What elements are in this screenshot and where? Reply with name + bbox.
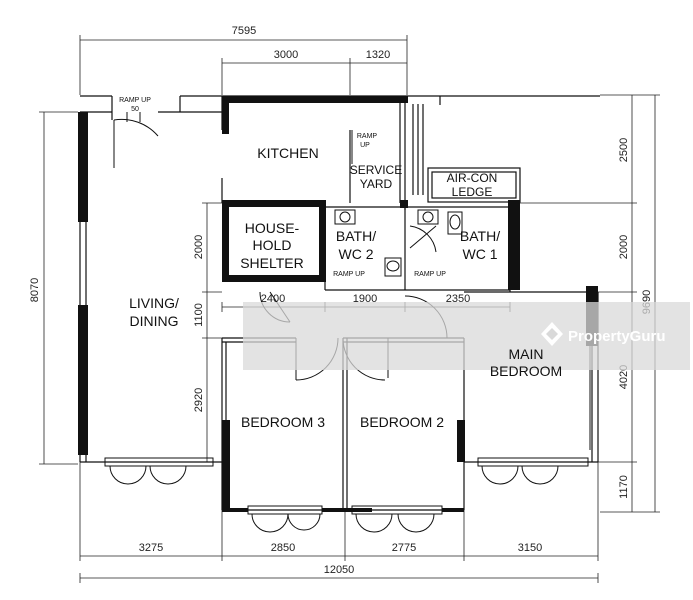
room-bedroom2: BEDROOM 2 <box>360 414 444 430</box>
annotation-ramp-bath2: RAMP UP <box>333 271 365 278</box>
dim-bottom-b: 2850 <box>271 542 295 554</box>
watermark-text: PropertyGuru <box>568 328 666 345</box>
dim-top-total: 7595 <box>232 25 256 37</box>
dim-right-a: 2500 <box>618 138 630 162</box>
room-bath1-line2: WC 1 <box>463 246 498 262</box>
dim-bottom-d: 3150 <box>518 542 542 554</box>
room-bath1-line1: BATH/ <box>460 228 500 244</box>
room-aircon-line2: LEDGE <box>452 185 493 199</box>
annotation-ramp-yard-line2: UP <box>360 142 370 149</box>
watermark: PropertyGuru <box>243 302 690 370</box>
room-bath2-line1: BATH/ <box>336 228 376 244</box>
room-bedroom3: BEDROOM 3 <box>241 414 325 430</box>
room-living-line2: DINING <box>130 313 179 329</box>
propertyguru-logo-icon <box>541 322 563 346</box>
room-shelter-line3: SHELTER <box>240 255 304 271</box>
dim-top-b: 1320 <box>366 49 390 61</box>
room-main-bedroom-line2: BEDROOM <box>490 363 562 379</box>
dim-bottom-c: 2775 <box>392 542 416 554</box>
dim-bottom-a: 3275 <box>139 542 163 554</box>
dim-right-b: 2000 <box>618 235 630 259</box>
dim-left-a: 2000 <box>193 235 205 259</box>
fixtures <box>334 209 463 277</box>
annotation-ramp-yard-line1: RAMP <box>357 133 378 140</box>
dim-left-b: 1100 <box>193 303 205 327</box>
room-main-bedroom-line1: MAIN <box>509 346 544 362</box>
dim-bottom-total: 12050 <box>324 564 355 576</box>
room-aircon-line1: AIR-CON <box>447 171 498 185</box>
room-shelter-line2: HOLD <box>253 237 292 253</box>
room-service-yard-line1: SERVICE <box>350 163 402 177</box>
annotation-ramp-entry-line2: 50 <box>131 106 139 113</box>
dim-right-c: 4020 <box>618 365 630 389</box>
watermark-band <box>243 302 690 370</box>
room-shelter-line1: HOUSE- <box>245 220 300 236</box>
room-bath2-line2: WC 2 <box>339 246 374 262</box>
dim-top-a: 3000 <box>274 49 298 61</box>
annotation-ramp-entry-line1: RAMP UP <box>119 97 151 104</box>
dim-left-c: 2920 <box>193 388 205 412</box>
dim-right-d: 1170 <box>618 475 630 499</box>
room-living-line1: LIVING/ <box>129 295 179 311</box>
room-service-yard-line2: YARD <box>360 177 393 191</box>
annotation-ramp-bath1: RAMP UP <box>414 271 446 278</box>
room-kitchen: KITCHEN <box>257 145 318 161</box>
dim-left-total: 8070 <box>29 278 41 302</box>
